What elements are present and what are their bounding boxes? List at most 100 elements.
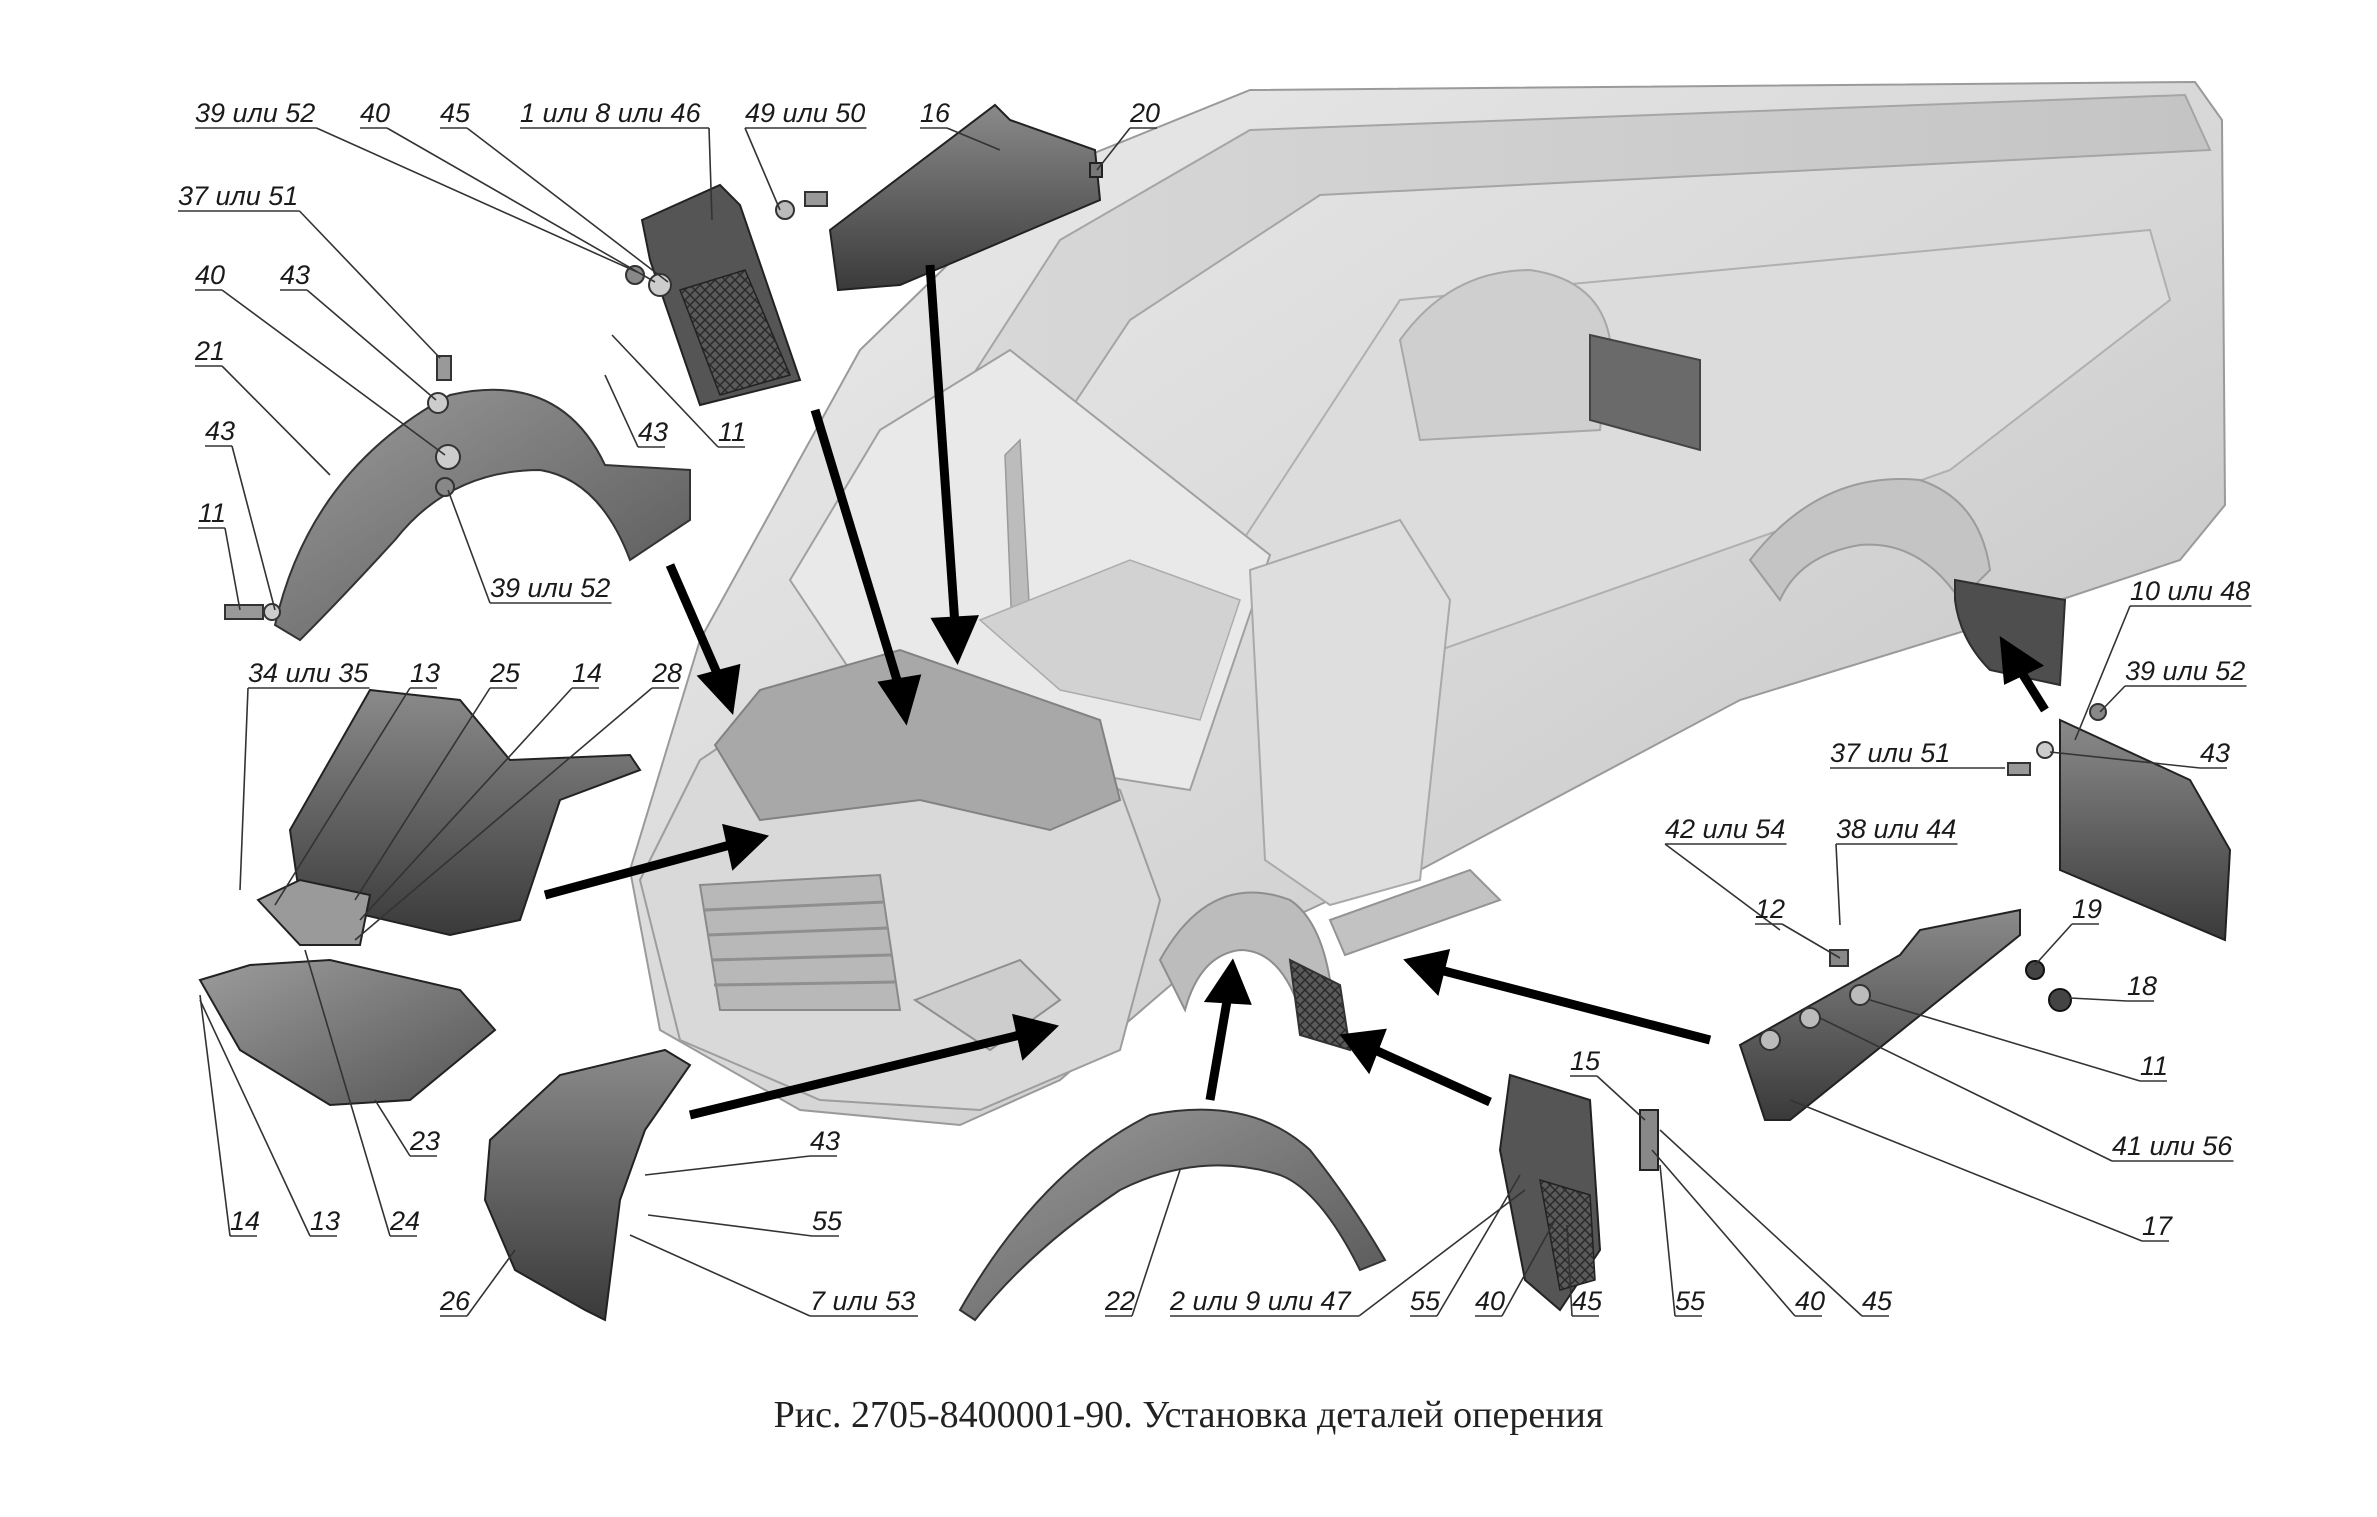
leader-line — [466, 127, 669, 283]
figure-caption: Рис. 2705-8400001-90. Установка деталей … — [773, 1394, 1604, 1436]
leader-line — [647, 1214, 813, 1237]
part-label: 43 — [638, 417, 668, 447]
leader-line — [374, 1099, 411, 1157]
leader-line — [1659, 1129, 1863, 1317]
leader-line — [316, 127, 638, 273]
leader-line — [221, 365, 331, 476]
part-label: 40 — [195, 260, 225, 290]
part-lower-shield-plate-13 — [256, 878, 372, 946]
part-push-clip-18 — [2048, 988, 2072, 1012]
part-label: 40 — [1475, 1286, 1505, 1316]
leader-line — [1358, 1189, 1526, 1317]
grille-slats — [704, 900, 896, 987]
assembly-arrows — [543, 264, 2049, 1120]
part-label: 11 — [718, 417, 746, 447]
leader-line — [354, 687, 491, 901]
leader-line — [1664, 843, 1781, 931]
part-label: 45 — [1862, 1286, 1893, 1316]
arrow-to-bay — [810, 408, 905, 692]
leader-line — [199, 999, 311, 1237]
leader-line — [224, 527, 241, 611]
part-label: 14 — [572, 658, 602, 688]
cab-floor — [978, 559, 1241, 721]
leader-lines — [178, 127, 2252, 1317]
part-bolt-11 — [224, 604, 264, 620]
part-label: 43 — [2200, 738, 2230, 768]
leader-line — [611, 334, 719, 448]
part-label: 23 — [409, 1126, 440, 1156]
arrow-to-arch — [665, 563, 725, 682]
leader-line — [1659, 1164, 1676, 1317]
leader-line — [644, 1155, 811, 1176]
part-label: 12 — [1755, 894, 1785, 924]
arrow-arch-trim — [1205, 994, 1233, 1101]
part-label: 19 — [2072, 894, 2102, 924]
part-wheel-arch-trim-22 — [958, 1108, 1387, 1322]
leader-line — [274, 687, 411, 906]
part-washer-43b — [263, 603, 281, 621]
leader-line — [1436, 1174, 1521, 1317]
part-wheel-arch-trim-21 — [273, 388, 691, 642]
leader-line — [2099, 685, 2126, 713]
part-label: 13 — [410, 658, 440, 688]
part-label: 43 — [280, 260, 310, 290]
arrow-rear-flap — [2016, 667, 2049, 713]
leader-line — [604, 374, 639, 448]
part-label: 38 или 44 — [1836, 814, 1956, 844]
part-push-clip-19 — [2025, 960, 2045, 980]
part-label: 7 или 53 — [810, 1286, 915, 1316]
leader-line — [239, 687, 249, 891]
leader-line — [304, 949, 391, 1237]
part-label: 39 или 52 — [490, 573, 610, 603]
part-label: 55 — [1675, 1286, 1706, 1316]
arrow-sill — [1438, 965, 1712, 1045]
part-label: 45 — [1572, 1286, 1603, 1316]
leader-line — [447, 489, 491, 604]
arrow-rear-flap-head — [1999, 636, 2045, 685]
part-label: 43 — [810, 1126, 840, 1156]
leader-line — [629, 1234, 811, 1317]
arrow-to-arch-head — [696, 663, 741, 715]
leader-line — [386, 127, 656, 283]
leader-line — [1781, 923, 1841, 959]
part-fender-liner-25 — [288, 688, 642, 937]
part-label: 24 — [389, 1206, 420, 1236]
arrow-arch-trim-head — [1203, 958, 1252, 1005]
part-washer-43c — [2036, 741, 2054, 759]
part-label: 18 — [2127, 971, 2157, 1001]
leader-line — [2034, 923, 2073, 966]
part-label: 10 или 48 — [2130, 576, 2250, 606]
leader-line — [1566, 1224, 1573, 1317]
part-rear-mudflap-10 — [2059, 718, 2232, 942]
leader-line — [1596, 1075, 1646, 1121]
detached-parts — [198, 103, 2232, 1322]
part-label: 43 — [205, 416, 235, 446]
part-label: 41 или 56 — [2112, 1131, 2233, 1161]
arrow-flap — [1373, 1045, 1492, 1107]
part-label: 45 — [440, 98, 471, 128]
part-washer-45 — [648, 273, 672, 297]
leader-line — [466, 1249, 516, 1317]
part-label: 28 — [651, 658, 682, 688]
engine-bay — [713, 648, 1122, 832]
leader-line — [744, 127, 781, 211]
leader-line — [1789, 1099, 2143, 1242]
part-label: 25 — [489, 658, 521, 688]
part-label: 39 или 52 — [195, 98, 315, 128]
part-label: 42 или 54 — [1665, 814, 1785, 844]
leader-line — [2049, 751, 2201, 769]
part-label: 37 или 51 — [1830, 738, 1950, 768]
part-label: 34 или 35 — [248, 658, 369, 688]
part-label: 15 — [1570, 1046, 1601, 1076]
leader-line — [199, 994, 231, 1237]
arrow-flap-head — [1339, 1028, 1387, 1075]
arrow-to-cowl — [925, 264, 960, 626]
leader-line — [1501, 1219, 1556, 1317]
arrow-to-cowl-head — [930, 615, 980, 666]
part-label: 22 — [1104, 1286, 1135, 1316]
leader-line — [2074, 605, 2131, 741]
part-mudguard-mesh-1 — [679, 269, 792, 396]
part-grommet-41c — [1849, 984, 1871, 1006]
